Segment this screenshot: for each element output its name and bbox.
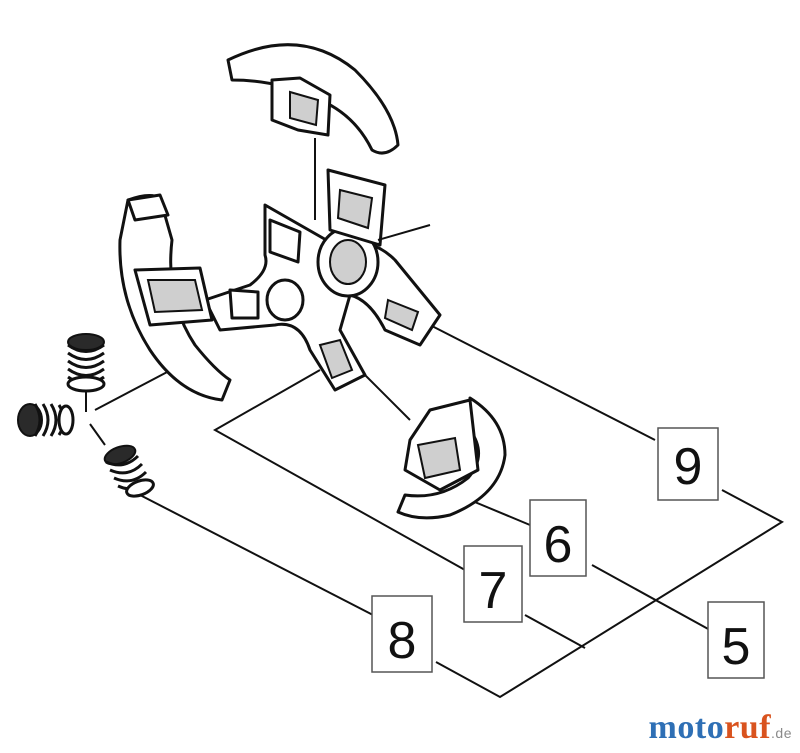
spring-left	[17, 403, 75, 437]
spring-upper	[66, 333, 106, 393]
leader-bracket-right	[435, 489, 785, 699]
leader-6	[469, 499, 531, 526]
leader-7	[524, 614, 586, 649]
clutch-hub	[203, 168, 442, 392]
leader-lines	[85, 324, 785, 699]
top-clutch-shoe	[226, 43, 400, 220]
callout-9: 9	[657, 427, 719, 501]
leader-bracket-upper	[212, 369, 466, 571]
callout-8-label: 8	[388, 612, 417, 670]
callout-9-label: 9	[674, 438, 703, 496]
watermark-suffix: .de	[771, 725, 792, 741]
callout-8: 8	[371, 595, 433, 673]
leader-8	[139, 494, 374, 616]
lower-clutch-shoe	[396, 396, 507, 520]
callout-5-label: 5	[722, 618, 751, 676]
watermark-part2: ruf	[724, 709, 772, 746]
callout-6: 6	[529, 499, 587, 577]
callout-5: 5	[707, 601, 765, 679]
spring-lower	[103, 444, 155, 498]
leader-5	[591, 564, 711, 631]
left-clutch-shoe	[118, 193, 232, 402]
watermark-logo: motoruf.de	[649, 709, 792, 747]
callout-6-label: 6	[544, 516, 573, 574]
watermark-part1: moto	[648, 709, 725, 746]
callout-7-label: 7	[479, 562, 508, 620]
callout-7: 7	[463, 545, 523, 623]
